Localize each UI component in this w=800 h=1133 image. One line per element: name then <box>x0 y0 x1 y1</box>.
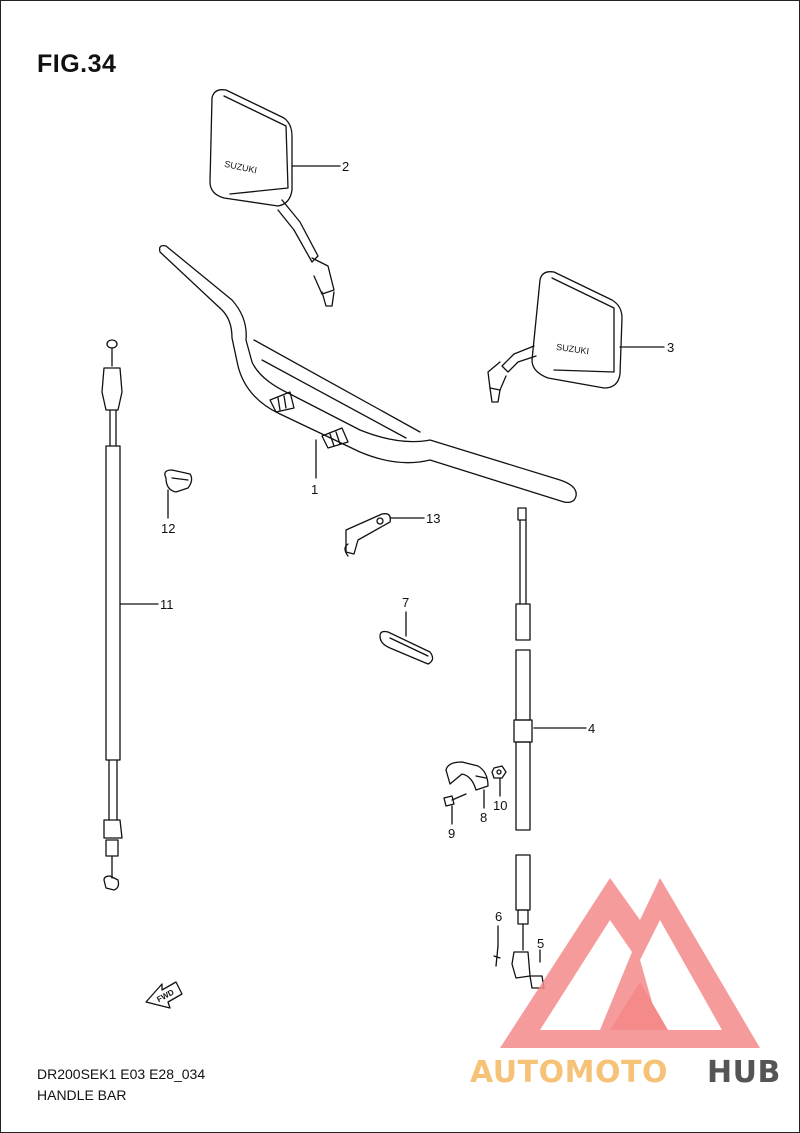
callout-12: 12 <box>161 521 175 536</box>
callout-13: 13 <box>426 511 440 526</box>
mirror-left: SUZUKI <box>209 89 335 307</box>
throttle-cable <box>511 507 533 979</box>
callout-4: 4 <box>588 721 595 736</box>
callout-11: 11 <box>160 597 174 612</box>
cable-guide-7 <box>379 630 434 665</box>
mirror-right: SUZUKI <box>487 271 623 403</box>
leader-lines <box>119 165 665 963</box>
figure-title: FIG.34 <box>37 50 117 78</box>
callout-3: 3 <box>667 340 674 355</box>
fwd-arrow-icon: FWD <box>145 981 183 1009</box>
model-code: DR200SEK1 E03 E28_034 <box>37 1066 206 1082</box>
callout-9: 9 <box>448 826 455 841</box>
watermark-logo-icon <box>500 878 760 1048</box>
callout-10: 10 <box>493 798 507 813</box>
section-name: HANDLE BAR <box>37 1087 127 1103</box>
pin-6 <box>493 945 501 967</box>
watermark-text-part1: AUTOMOTO <box>470 1055 668 1090</box>
handlebar <box>158 244 577 504</box>
callout-5: 5 <box>537 936 544 951</box>
mirror-right-brand: SUZUKI <box>556 342 590 356</box>
clutch-cable <box>101 339 123 891</box>
bolt-9 <box>443 793 467 807</box>
callout-1: 1 <box>311 482 318 497</box>
cable-bracket-13 <box>344 513 391 557</box>
clamp-12 <box>164 469 193 493</box>
nut-10 <box>491 765 507 779</box>
callout-8: 8 <box>480 810 487 825</box>
callout-6: 6 <box>495 909 502 924</box>
watermark-text-part2: HUB <box>707 1055 781 1090</box>
callout-7: 7 <box>402 595 409 610</box>
clamp-8 <box>445 761 489 791</box>
callout-2: 2 <box>342 159 349 174</box>
mirror-left-brand: SUZUKI <box>224 159 258 176</box>
